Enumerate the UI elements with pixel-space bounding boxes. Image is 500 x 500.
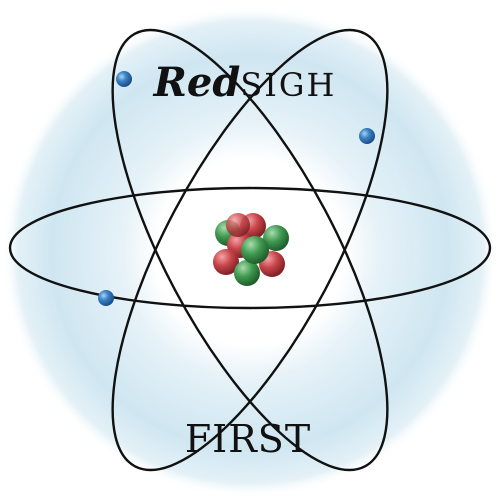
electron (359, 128, 375, 144)
orbits (8, 28, 492, 472)
team-name-caps: SIGH (240, 66, 336, 104)
electron (116, 71, 132, 87)
orbit-tilted-right (111, 28, 389, 472)
team-name-script: Red (153, 59, 241, 106)
electrons (98, 71, 375, 306)
nucleus-particle (234, 260, 260, 286)
electron (98, 290, 114, 306)
orbit-tilted-left (111, 28, 389, 472)
nucleus-particle (241, 236, 269, 264)
team-name: RedSIGH (153, 59, 337, 106)
orbit-horizontal (8, 186, 492, 310)
nucleus-particle (213, 249, 239, 275)
nucleus-particle (263, 225, 289, 251)
nucleus-particle (226, 213, 250, 237)
nucleus (213, 213, 289, 286)
program-label: FIRST (185, 417, 311, 461)
